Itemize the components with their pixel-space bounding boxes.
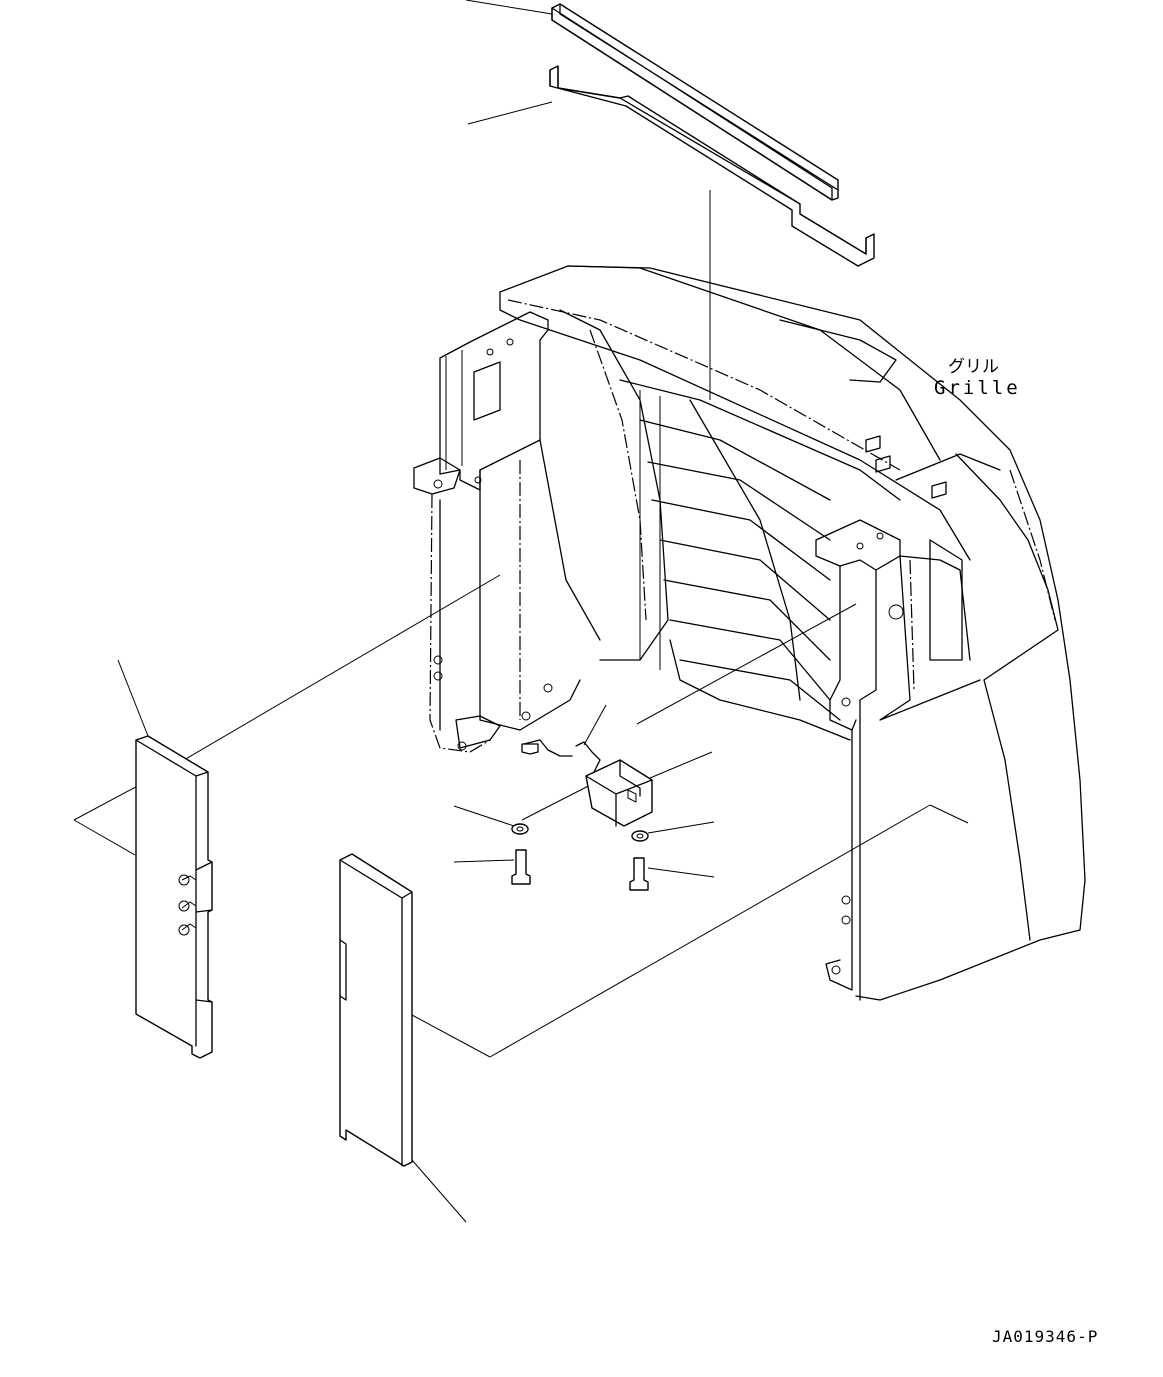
bolt-right	[629, 857, 649, 891]
grille-housing	[413, 265, 1086, 1001]
top-seal-strip	[551, 3, 839, 201]
figure-code: JA019346-P	[992, 1327, 1098, 1346]
grille-label-en: Grille	[934, 377, 1021, 399]
leader-lines	[73, 0, 969, 1223]
bolt-left	[511, 849, 531, 885]
grille-label-jp: グリル	[948, 357, 999, 377]
second-seal-strip	[549, 65, 875, 267]
bottom-foam-panel	[339, 853, 413, 1167]
washer-left	[511, 823, 529, 835]
grille-label: グリル Grille	[934, 357, 1021, 399]
left-foam-panel	[135, 735, 213, 1059]
switch-assembly	[521, 739, 653, 827]
washer-right	[631, 830, 649, 842]
